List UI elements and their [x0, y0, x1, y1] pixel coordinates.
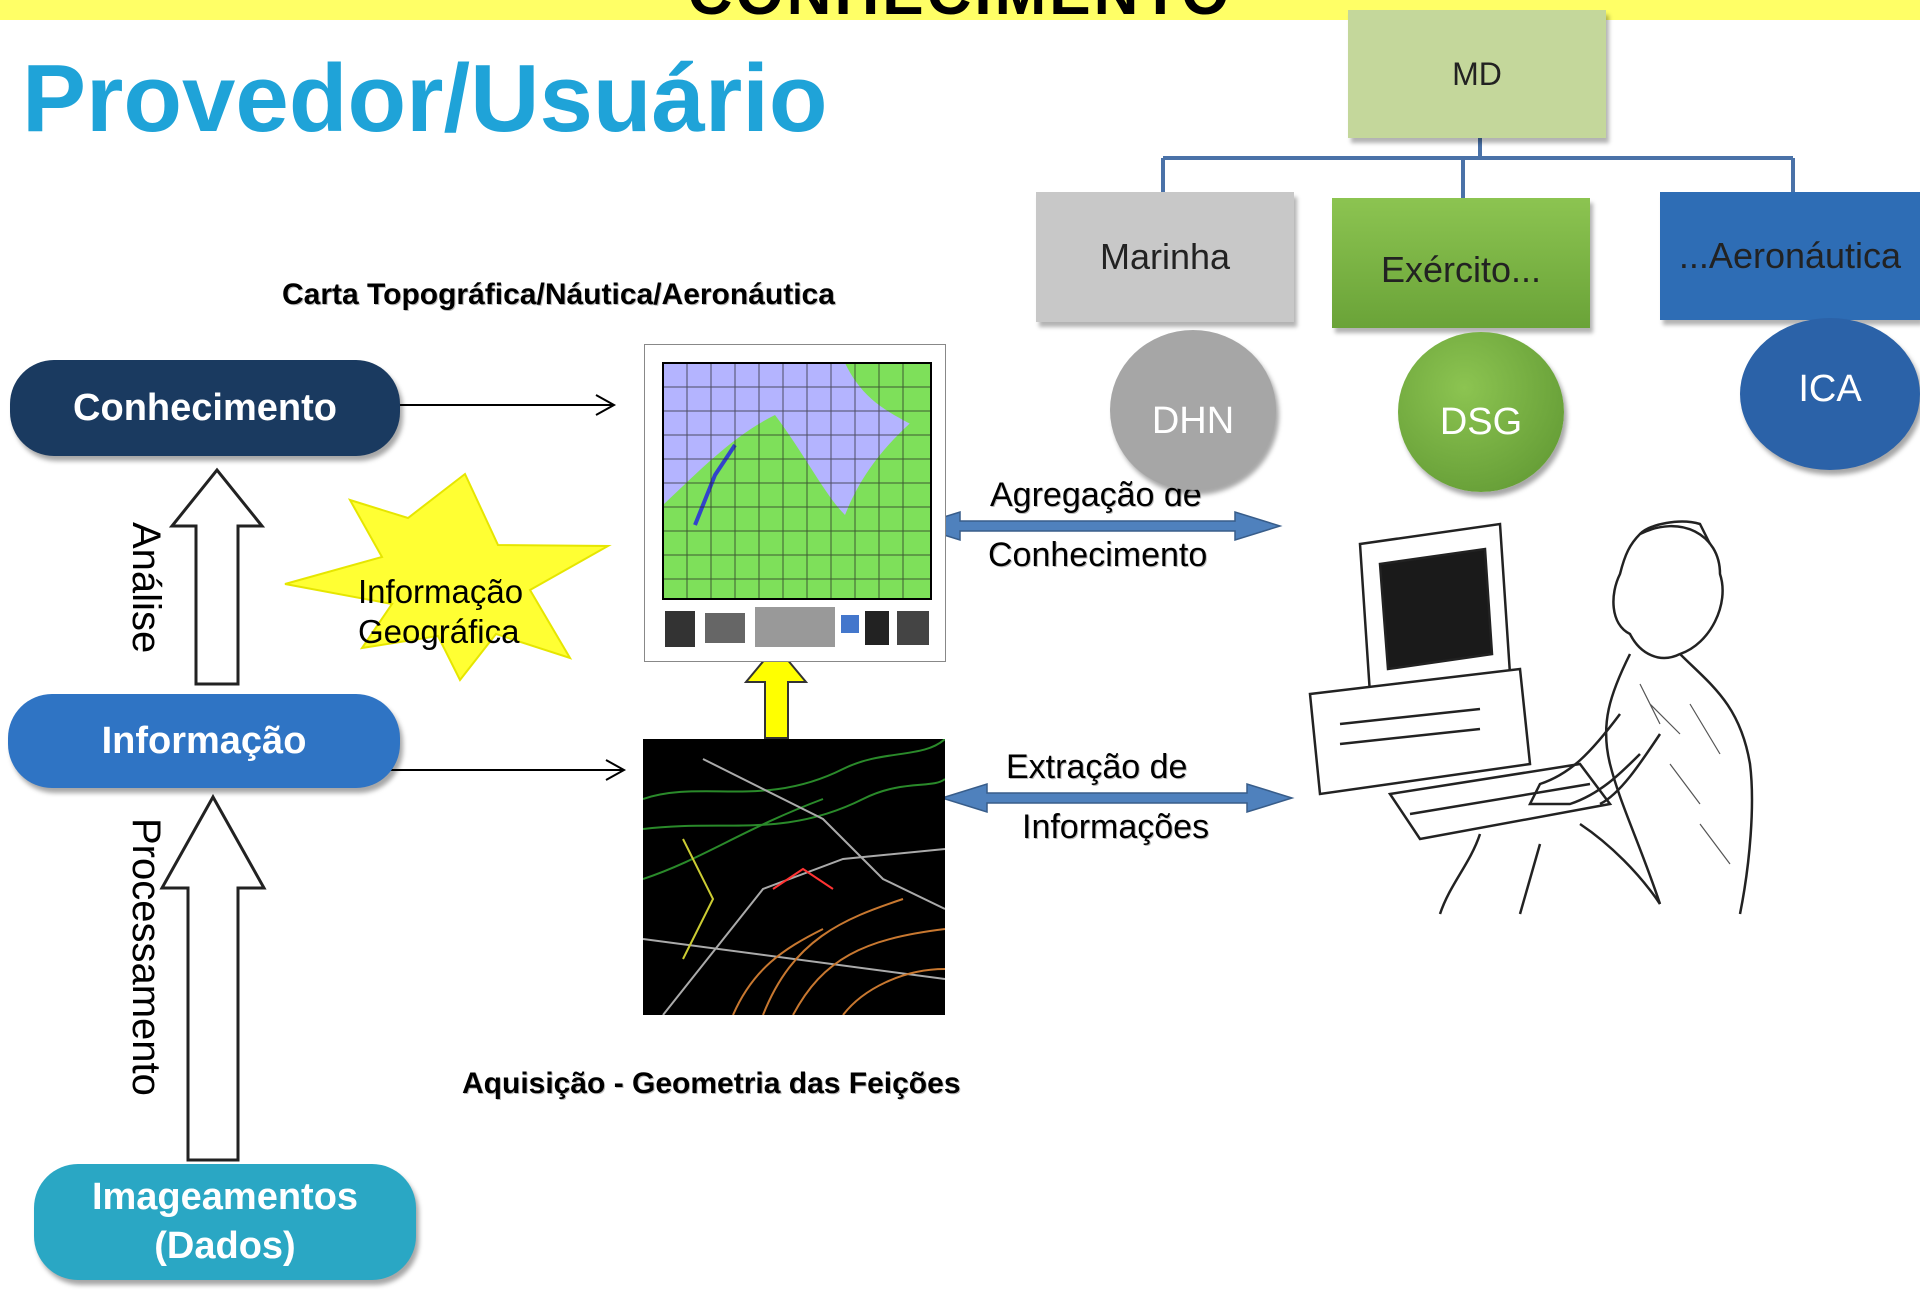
dhn-circle: DHN — [1110, 330, 1276, 490]
marinha-label: Marinha — [1099, 236, 1231, 277]
agregacao-label-2: Conhecimento — [988, 536, 1208, 574]
md-label: MD — [1452, 55, 1502, 92]
ica-label: ICA — [1798, 367, 1862, 410]
topographic-map-image — [644, 344, 946, 662]
dsg-circle: DSG — [1398, 332, 1564, 492]
informacao-label: Informação — [101, 719, 307, 762]
processamento-label: Processamento — [124, 818, 168, 1096]
dhn-label: DHN — [1151, 399, 1235, 442]
informacao-pill: Informação — [8, 694, 400, 788]
topographic-map-graphic — [662, 362, 932, 647]
extracao-double-arrow — [939, 782, 1295, 814]
org-connector-lines — [1161, 138, 1795, 198]
starburst-line-1: Informação — [358, 573, 524, 610]
agregacao-double-arrow — [912, 510, 1283, 542]
starburst-line-2: Geográfica — [358, 612, 520, 650]
exercito-box: Exército... — [1332, 198, 1590, 328]
extracao-label-1: Extração de — [1006, 748, 1188, 786]
feature-geometry-graphic — [642, 738, 946, 1016]
extracao-label-2: Informações — [1022, 808, 1210, 846]
analise-arrow — [168, 467, 266, 686]
informacao-to-map-head — [605, 759, 627, 781]
aeronautica-box: ...Aeronáutica — [1660, 192, 1920, 320]
dsg-label: DSG — [1439, 400, 1523, 443]
marinha-box: Marinha — [1036, 192, 1294, 322]
starburst-text: Informação Geográfica — [358, 572, 523, 651]
conhecimento-pill: Conhecimento — [10, 360, 400, 456]
aquisicao-label: Aquisição - Geometria das Feições — [462, 1067, 961, 1100]
feature-geometry-image — [642, 738, 946, 1016]
dados-label: (Dados) — [154, 1225, 296, 1267]
analise-label: Análise — [124, 522, 168, 654]
carta-label: Carta Topográfica/Náutica/Aeronáutica — [282, 278, 835, 311]
processamento-arrow — [159, 793, 267, 1162]
banner-text: CONHECIMENTO — [0, 0, 1920, 20]
conhecimento-to-map-head — [595, 394, 617, 416]
conhecimento-label: Conhecimento — [73, 386, 337, 429]
ica-circle: ICA — [1740, 318, 1920, 470]
yellow-up-arrow — [743, 644, 809, 739]
page-title: Provedor/Usuário — [22, 45, 828, 152]
md-box: MD — [1348, 10, 1606, 138]
exercito-label: Exército... — [1380, 249, 1542, 290]
imageamentos-label: Imageamentos — [91, 1175, 359, 1218]
starburst-shape — [284, 472, 612, 682]
operator-computer-illustration — [1308, 520, 1754, 915]
aeronautica-label: ...Aeronáutica — [1678, 235, 1902, 276]
imageamentos-pill: Imageamentos (Dados) — [34, 1164, 416, 1280]
